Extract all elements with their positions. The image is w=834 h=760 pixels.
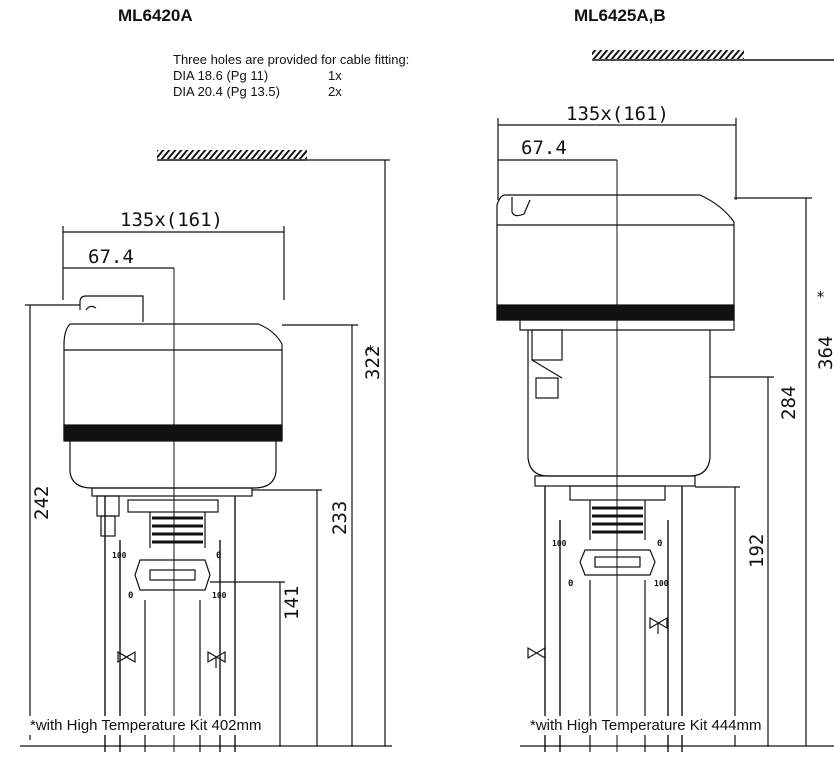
right-drawing-title: ML6425A,B	[574, 6, 666, 25]
left-valve-symbol	[117, 650, 136, 664]
left-dim-141-label: 141	[281, 586, 303, 620]
right-high-temp-note: *with High Temperature Kit 444mm	[527, 716, 765, 735]
right-dim-width-label: 135x(161)	[566, 103, 669, 125]
left-stroke-indicator	[134, 559, 211, 591]
right-dim-284-label: 284	[778, 386, 800, 420]
left-dim-half-label: 67.4	[88, 246, 134, 268]
right-dim-half-label: 67.4	[521, 137, 567, 159]
right-ceiling-hatch	[592, 50, 744, 59]
left-dim-233-label: 233	[329, 501, 351, 535]
cable-hole-qty: 2x	[328, 84, 342, 99]
cable-hole-row: DIA 18.6 (Pg 11) 1x	[173, 68, 409, 84]
right-valve-symbol	[527, 646, 546, 660]
right-dim-364-label: 364	[815, 336, 834, 370]
right-star-marker: *	[816, 288, 825, 306]
left-housing-band	[63, 424, 283, 442]
left-drawing	[20, 150, 392, 752]
right-cable-gland	[531, 329, 563, 361]
right-drawing	[496, 50, 834, 752]
right-housing-band	[496, 304, 735, 321]
left-drawing-title: ML6420A	[118, 6, 193, 25]
right-scale-0: 0	[657, 539, 662, 549]
right-stroke-indicator	[579, 549, 656, 576]
right-scale-100: 100	[552, 539, 567, 548]
left-scale-100-b: 100	[212, 591, 227, 600]
left-high-temp-note: *with High Temperature Kit 402mm	[27, 716, 265, 735]
right-scale-0-b: 0	[568, 579, 573, 589]
left-dim-width-label: 135x(161)	[120, 209, 223, 231]
cable-hole-row: DIA 20.4 (Pg 13.5) 2x	[173, 84, 409, 100]
cable-holes-note: Three holes are provided for cable fitti…	[173, 52, 409, 100]
left-star-marker: *	[366, 342, 375, 360]
right-dim-192-label: 192	[746, 534, 768, 568]
left-ceiling-hatch	[157, 150, 307, 159]
right-scale-100-b: 100	[654, 579, 669, 588]
left-actuator-housing	[63, 323, 283, 441]
cable-hole-qty: 1x	[328, 68, 342, 83]
cable-hole-desc: DIA 18.6 (Pg 11)	[173, 68, 269, 83]
right-housing-base	[527, 330, 711, 477]
left-dim-322-label: 322	[362, 346, 384, 380]
left-scale-0-b: 0	[128, 591, 133, 601]
left-cap	[79, 295, 144, 322]
cable-hole-desc: DIA 20.4 (Pg 13.5)	[173, 84, 280, 99]
cable-holes-heading: Three holes are provided for cable fitti…	[173, 52, 410, 67]
left-cable-gland	[96, 495, 120, 517]
left-scale-0: 0	[216, 551, 221, 561]
left-dim-242-label: 242	[31, 486, 53, 520]
left-scale-100: 100	[112, 551, 127, 560]
left-valve-symbol-2	[207, 650, 226, 668]
right-valve-symbol-2	[649, 616, 668, 634]
right-actuator-housing	[496, 194, 735, 321]
left-housing-base	[69, 441, 277, 489]
